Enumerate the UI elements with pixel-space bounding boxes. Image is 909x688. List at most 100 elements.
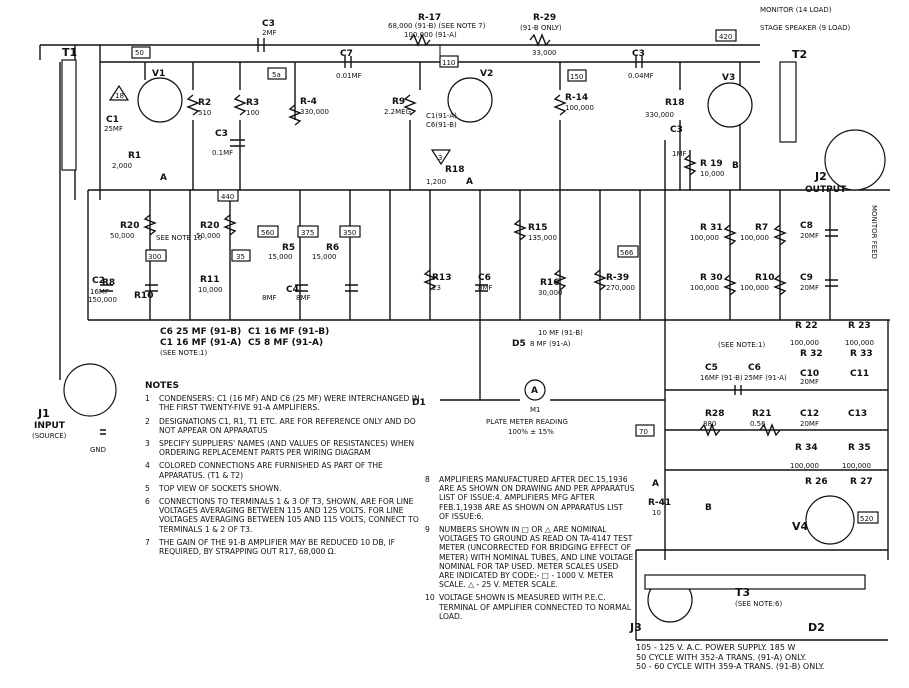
label-r27: R 27 [850, 477, 873, 487]
label-v1: V1 [152, 69, 165, 79]
value-c2: 16MF [90, 288, 109, 296]
value-c9: 20MF [800, 284, 819, 292]
note-number: 3 [145, 439, 150, 449]
label-r16: R16 [540, 278, 559, 288]
wiring [39, 44, 890, 641]
value-r11: 10,000 [198, 286, 223, 294]
note-text: Colored connections are furnished as par… [159, 461, 383, 480]
label-t2: T2 [792, 48, 807, 61]
label-c8: C8 [800, 221, 813, 231]
t3-note: (SEE NOTE:6) [735, 600, 783, 608]
value-r22: 100,000 [790, 339, 819, 347]
label-r32: R 32 [800, 349, 823, 359]
label-r31: R 31 [700, 223, 723, 233]
label-r8: R8 [102, 278, 115, 288]
value-r20: 50,000 [110, 232, 135, 240]
value-r1: 2,000 [112, 162, 132, 170]
tp-300: 300 [148, 253, 161, 261]
note-item: 8Amplifiers manufactured after Dec.15,19… [425, 475, 635, 521]
tp-350: 350 [343, 229, 356, 237]
value-r20b: 50,000 [196, 232, 221, 240]
value-r35: 100,000 [842, 462, 871, 470]
tp-566: 566 [620, 249, 634, 257]
vacuum-tubes [63, 77, 886, 623]
label-r33: R 33 [850, 349, 873, 359]
tp-50: 50 [135, 49, 144, 57]
value-r10b: 100,000 [740, 284, 769, 292]
note-text: Amplifiers manufactured after Dec.15,193… [439, 475, 635, 521]
note-number: 2 [145, 416, 150, 426]
note-number: 10 [425, 593, 435, 603]
label-v3: V3 [722, 73, 735, 83]
label-r11: R11 [200, 275, 219, 285]
value-r4: 330,000 [300, 108, 329, 116]
value-r41: 10 [652, 509, 661, 517]
note-number: 9 [425, 525, 430, 535]
value-c4: 8MF [262, 294, 277, 302]
label-c11: C11 [850, 369, 869, 379]
note-item: 4 Colored connections are furnished as pa… [145, 461, 425, 479]
label-m1: M1 [530, 406, 541, 414]
tube-v2 [447, 77, 493, 123]
value-c10: 20MF [800, 378, 819, 386]
label-r3: R3 [246, 98, 259, 108]
note-c1-1: C1 16 MF (91-B) [248, 327, 329, 337]
label-b1: B [732, 161, 739, 171]
notes-section: NOTES 1Condensers: C1 (16 MF) and C6 (25… [145, 381, 425, 560]
label-meter-a: A [531, 386, 538, 396]
value-r5: 15,000 [268, 253, 293, 261]
note-number: 4 [145, 461, 150, 471]
label-r10b: R10 [755, 273, 774, 283]
value-r18: 1,200 [426, 178, 446, 186]
label-c6c: C6 [748, 363, 761, 373]
label-j2: J2 [814, 170, 827, 183]
power-supply-notes: 105 - 125 V. A.C. POWER SUPPLY. 185 W 50… [636, 643, 896, 672]
note-c6-1: C6 25 MF (91-B) [160, 327, 241, 337]
label-c13: C13 [848, 409, 867, 419]
d5-line1: 10 MF (91-B) [538, 329, 583, 337]
tp-35: 35 [236, 253, 245, 261]
label-c3: C3 [262, 19, 275, 29]
note-c6-2: C1 16 MF (91-A) [160, 338, 241, 348]
label-r39: R-39 [606, 273, 629, 283]
label-r13: R13 [432, 273, 451, 283]
notes-list: 1Condensers: C1 (16 MF) and C6 (25 MF) w… [145, 394, 425, 556]
label-r21: R21 [752, 409, 771, 419]
label-d2: D2 [808, 621, 825, 634]
d5-line3: 8 MF (91-A) [530, 340, 571, 348]
label-r26: R 26 [805, 477, 828, 487]
note-number: 6 [145, 497, 150, 507]
plate-meter-tolerance: 100% ± 15% [508, 428, 554, 436]
tp-440: 440 [221, 193, 234, 201]
label-c1b: C1(91-A) [426, 112, 457, 120]
label-c3b: C3 [215, 129, 228, 139]
note-item: 1Condensers: C1 (16 MF) and C6 (25 MF) w… [145, 394, 425, 412]
tube-v1 [137, 77, 183, 123]
plate-meter-reading: PLATE METER READING [486, 418, 568, 426]
label-r28: R28 [705, 409, 724, 419]
label-c9: C9 [800, 273, 813, 283]
value-r16: 30,000 [538, 289, 563, 297]
tp-420: 420 [719, 33, 732, 41]
label-r22: R 22 [795, 321, 818, 331]
label-r15: R15 [528, 223, 547, 233]
note-text: Top view of sockets shown. [159, 483, 282, 493]
label-c2: C2 [92, 276, 105, 286]
label-a2: A [466, 177, 473, 187]
label-r20: R20 [120, 221, 139, 231]
value-c7: 0.01MF [336, 72, 362, 80]
tri-3: 3 [438, 154, 442, 162]
label-j1: J1 [37, 407, 50, 420]
value-r14: 100,000 [565, 104, 594, 112]
label-c5b: C5 [705, 363, 718, 373]
label-a1: A [160, 173, 167, 183]
supply-line-1: 105 - 125 V. A.C. POWER SUPPLY. 185 W [636, 643, 796, 652]
value-c3b: 0.1MF [212, 149, 233, 157]
socket-j2 [824, 129, 886, 191]
tp-520: 520 [860, 515, 873, 523]
note-text: Specify suppliers' names (and values of … [159, 439, 415, 458]
component-glyphs [100, 33, 838, 437]
note-item: 6Connections to terminals 1 & 3 of T3, s… [145, 497, 425, 534]
note-item: 10Voltage shown is measured with P.E.C. … [425, 593, 635, 621]
